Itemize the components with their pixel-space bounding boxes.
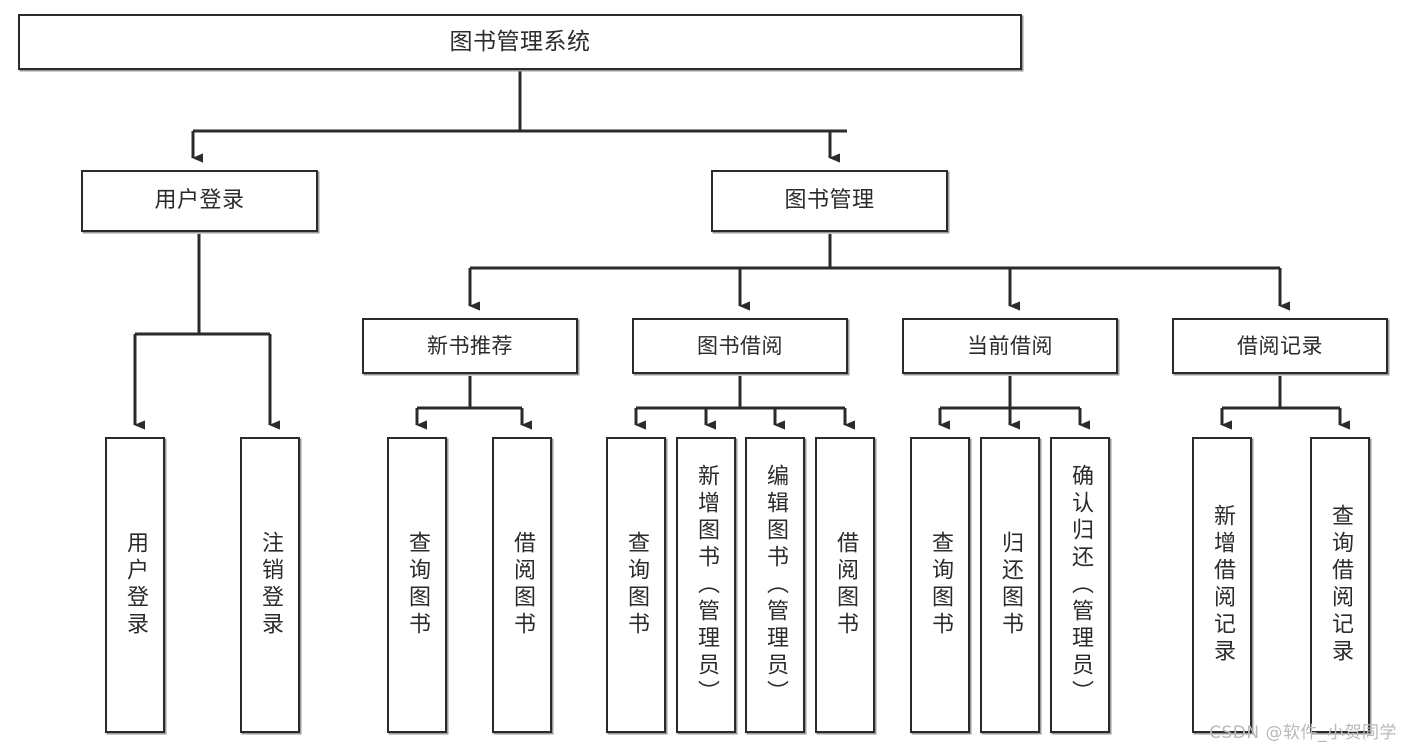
node-book-manage[interactable]: 图书管理 <box>711 170 948 232</box>
node-leaf-add-record[interactable]: 新增借阅记录 <box>1192 437 1252 733</box>
node-book-borrow[interactable]: 图书借阅 <box>632 318 848 374</box>
node-current-borrow[interactable]: 当前借阅 <box>902 318 1118 374</box>
node-leaf-query-record[interactable]: 查询借阅记录 <box>1310 437 1370 733</box>
node-user-login[interactable]: 用户登录 <box>81 170 318 232</box>
node-borrow-record[interactable]: 借阅记录 <box>1172 318 1388 374</box>
node-leaf-borrow-book-2[interactable]: 借阅图书 <box>815 437 875 733</box>
node-leaf-logout-login[interactable]: 注销登录 <box>240 437 300 733</box>
node-root-system-label: 图书管理系统 <box>449 28 591 55</box>
node-leaf-query-book-1[interactable]: 查询图书 <box>387 437 447 733</box>
node-leaf-query-book-3[interactable]: 查询图书 <box>910 437 970 733</box>
node-book-manage-label: 图书管理 <box>784 188 875 214</box>
node-leaf-edit-book[interactable]: 编辑图书（管理员） <box>745 437 805 733</box>
csdn-watermark: CSDN @软件_小贺同学 <box>1209 723 1397 743</box>
node-leaf-query-book-3-label: 查询图书 <box>928 531 953 639</box>
node-leaf-query-book-1-label: 查询图书 <box>405 531 430 639</box>
node-leaf-confirm-return-label: 确认归还（管理员） <box>1068 463 1093 707</box>
node-leaf-borrow-book-2-label: 借阅图书 <box>833 531 858 639</box>
node-leaf-user-login[interactable]: 用户登录 <box>105 437 165 733</box>
node-leaf-edit-book-label: 编辑图书（管理员） <box>763 463 788 707</box>
node-leaf-query-record-label: 查询借阅记录 <box>1328 504 1353 666</box>
node-leaf-query-book-2[interactable]: 查询图书 <box>606 437 666 733</box>
node-leaf-add-record-label: 新增借阅记录 <box>1210 504 1235 666</box>
node-leaf-borrow-book-1-label: 借阅图书 <box>510 531 535 639</box>
node-leaf-logout-login-label: 注销登录 <box>258 531 283 639</box>
node-leaf-user-login-label: 用户登录 <box>123 531 148 639</box>
node-new-book-recommend[interactable]: 新书推荐 <box>362 318 578 374</box>
node-book-borrow-label: 图书借阅 <box>697 333 783 358</box>
node-root-system[interactable]: 图书管理系统 <box>18 14 1022 70</box>
node-current-borrow-label: 当前借阅 <box>967 333 1053 358</box>
node-leaf-add-book-label: 新增图书（管理员） <box>694 463 719 707</box>
node-leaf-return-book-label: 归还图书 <box>998 531 1023 639</box>
node-leaf-confirm-return[interactable]: 确认归还（管理员） <box>1050 437 1110 733</box>
node-leaf-return-book[interactable]: 归还图书 <box>980 437 1040 733</box>
node-leaf-borrow-book-1[interactable]: 借阅图书 <box>492 437 552 733</box>
node-borrow-record-label: 借阅记录 <box>1237 333 1323 358</box>
node-new-book-recommend-label: 新书推荐 <box>427 333 513 358</box>
node-leaf-query-book-2-label: 查询图书 <box>624 531 649 639</box>
node-user-login-label: 用户登录 <box>154 188 245 214</box>
node-leaf-add-book[interactable]: 新增图书（管理员） <box>676 437 736 733</box>
